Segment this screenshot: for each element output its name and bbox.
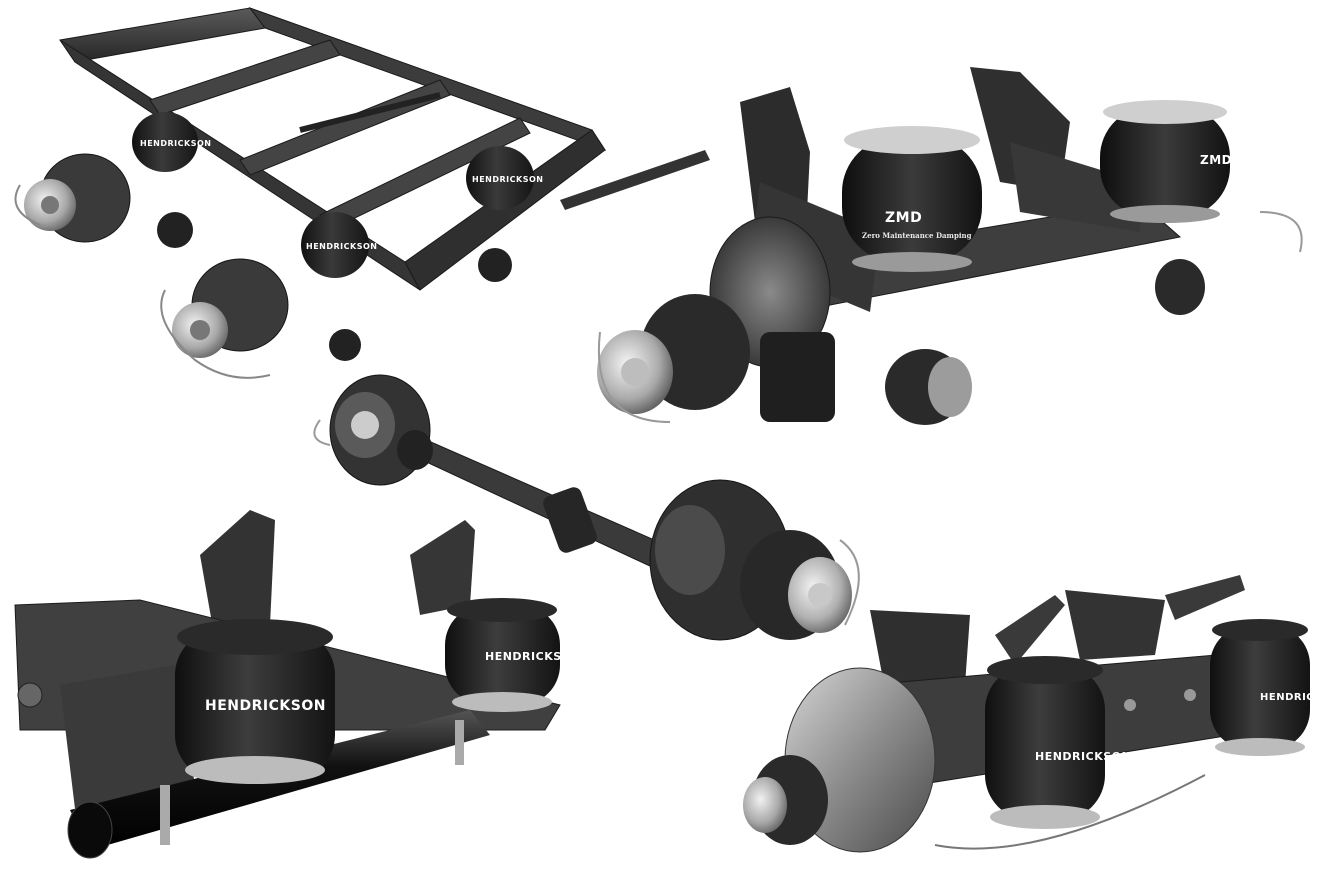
cross-member-2 [239, 79, 451, 176]
u-bolt-2 [455, 720, 464, 765]
air-spring-1: HENDRICKSON [132, 112, 211, 172]
drum-hub-cap [743, 777, 787, 833]
air-spring-2: HENDRICKSON [466, 146, 543, 210]
svg-text:HENDRICKSON: HENDRICKSON [485, 650, 581, 663]
air-line-zmd [597, 331, 671, 423]
brake-chamber-3 [329, 329, 361, 361]
brake-caliper [760, 332, 835, 422]
svg-text:HENDRICKSON: HENDRICKSON [1260, 692, 1330, 703]
drum-arm-2 [1165, 575, 1245, 620]
axle-hub-right [649, 479, 852, 641]
axle-tube-end [67, 801, 113, 859]
svg-text:HENDRICKSON: HENDRICKSON [472, 175, 543, 184]
brake-chamber-2 [478, 248, 512, 282]
svg-text:HENDRICKSON: HENDRICKSON [205, 698, 326, 714]
arm-extension [560, 150, 710, 210]
hanger-bracket-a [200, 510, 275, 640]
disc-brake-axle-render [300, 365, 870, 670]
zmd-air-spring-left: ZMD Zero Maintenance Damping [842, 126, 982, 272]
air-suspension-drum-illustration: HENDRICKSON HENDRICKSON [743, 575, 1330, 853]
svg-text:ZMD: ZMD [1200, 153, 1232, 167]
drum-air-spring-small: HENDRICKSON [1210, 619, 1330, 756]
drum-bolt-1 [1124, 699, 1136, 711]
svg-text:HENDRICKSON: HENDRICKSON [1035, 750, 1131, 763]
frame-rail-left [59, 7, 266, 63]
brake-chamber-1 [157, 212, 193, 248]
air-spring-3: HENDRICKSON [301, 212, 377, 278]
rod [299, 92, 441, 133]
drum-hanger-2 [1065, 590, 1165, 660]
hanger-bracket-b [410, 520, 475, 615]
drum-arm-1 [995, 595, 1065, 665]
drum-hanger-1 [870, 610, 970, 690]
air-line-2 [160, 289, 271, 379]
disc-brake-axle-illustration [313, 374, 860, 641]
svg-text:ZMD: ZMD [885, 210, 922, 226]
drum-bolt-2 [1184, 689, 1196, 701]
air-line-zmd-right [1259, 211, 1303, 253]
axle-hub-left [329, 374, 433, 486]
air-line-1 [14, 184, 41, 226]
drum-air-spring-large: HENDRICKSON [985, 656, 1131, 829]
air-line-axle-right [839, 539, 860, 626]
hendrickson-air-suspension-left-render: HENDRICKSON HENDRICKSON [0, 505, 581, 884]
air-line-axle-left [313, 419, 331, 446]
wheel-hub-front [172, 258, 289, 358]
trailing-arm-right [1010, 142, 1140, 232]
trailer-frame-illustration: HENDRICKSON HENDRICKSON HENDRICKSON [14, 6, 710, 379]
pivot-bushing [17, 682, 43, 708]
trailer-frame-suspension-render: HENDRICKSON HENDRICKSON HENDRICKSON [0, 0, 720, 395]
zmd-air-spring-right: ZMD [1100, 100, 1232, 223]
hendrickson-air-suspension-drum-render: HENDRICKSON HENDRICKSON [735, 575, 1330, 884]
air-suspension-left-illustration: HENDRICKSON HENDRICKSON [14, 510, 581, 859]
svg-text:HENDRICKSON: HENDRICKSON [140, 139, 211, 148]
brake-chamber-zmd-rear [1155, 259, 1205, 315]
svg-text:HENDRICKSON: HENDRICKSON [306, 242, 377, 251]
zmd-suspension-render: ZMD Zero Maintenance Damping ZMD [580, 62, 1320, 442]
slack-adjuster [543, 487, 597, 553]
u-bolt-1 [160, 785, 170, 845]
zmd-suspension-illustration: ZMD Zero Maintenance Damping ZMD [597, 67, 1303, 425]
air-spring-large: HENDRICKSON [175, 619, 335, 784]
svg-text:Zero Maintenance Damping: Zero Maintenance Damping [862, 231, 972, 240]
wheel-hub-left [24, 153, 131, 243]
air-line-drum [934, 774, 1206, 850]
cross-member-1 [149, 39, 341, 116]
air-spring-small: HENDRICKSON [445, 598, 581, 712]
